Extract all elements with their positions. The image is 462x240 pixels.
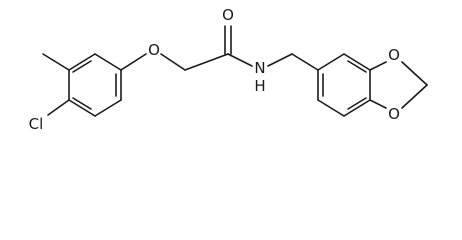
methyl-bond (42, 53, 70, 71)
ring-double-bond (347, 60, 367, 73)
ring-bond (343, 53, 371, 71)
chemical-structure-diagram: O O N H Cl O O (29, 6, 428, 133)
carbonyl-n-bond (227, 53, 253, 67)
benzodioxole-ring (317, 53, 428, 117)
atom-label-amide-nitrogen: N (254, 59, 265, 77)
ring-double-bond (347, 97, 367, 110)
ring-bond (94, 53, 122, 71)
ring-double-bond (72, 97, 92, 110)
chloro-methylphenyl-ring (42, 53, 122, 117)
dioxole-bond (401, 61, 428, 86)
ring-bond (343, 99, 371, 117)
ring-bond (68, 99, 96, 117)
atom-label-amide-hydrogen: H (254, 77, 265, 95)
atom-label-carbonyl-oxygen: O (222, 6, 234, 24)
ring-double-bond (72, 60, 92, 73)
ether-ch2-bond (160, 53, 186, 71)
aryl-ether-bond (120, 53, 147, 71)
ring-bond (317, 99, 345, 117)
atom-label-dioxole-oxygen-top: O (388, 46, 400, 64)
atom-label-ether-oxygen: O (148, 41, 160, 59)
ring-bond (317, 53, 345, 71)
chloro-bond (47, 99, 70, 116)
ch2-carbonyl-bond (184, 53, 229, 71)
ring-bond (94, 99, 122, 117)
ring-bond (68, 53, 96, 71)
ch2-aryl-bond (291, 53, 319, 71)
atom-label-chlorine: Cl (29, 115, 44, 133)
dioxole-bond (369, 61, 387, 71)
n-ch2-bond (267, 53, 293, 67)
atom-label-dioxole-oxygen-bottom: O (388, 105, 400, 123)
dioxole-bond (401, 84, 428, 109)
dioxole-bond (369, 99, 387, 109)
